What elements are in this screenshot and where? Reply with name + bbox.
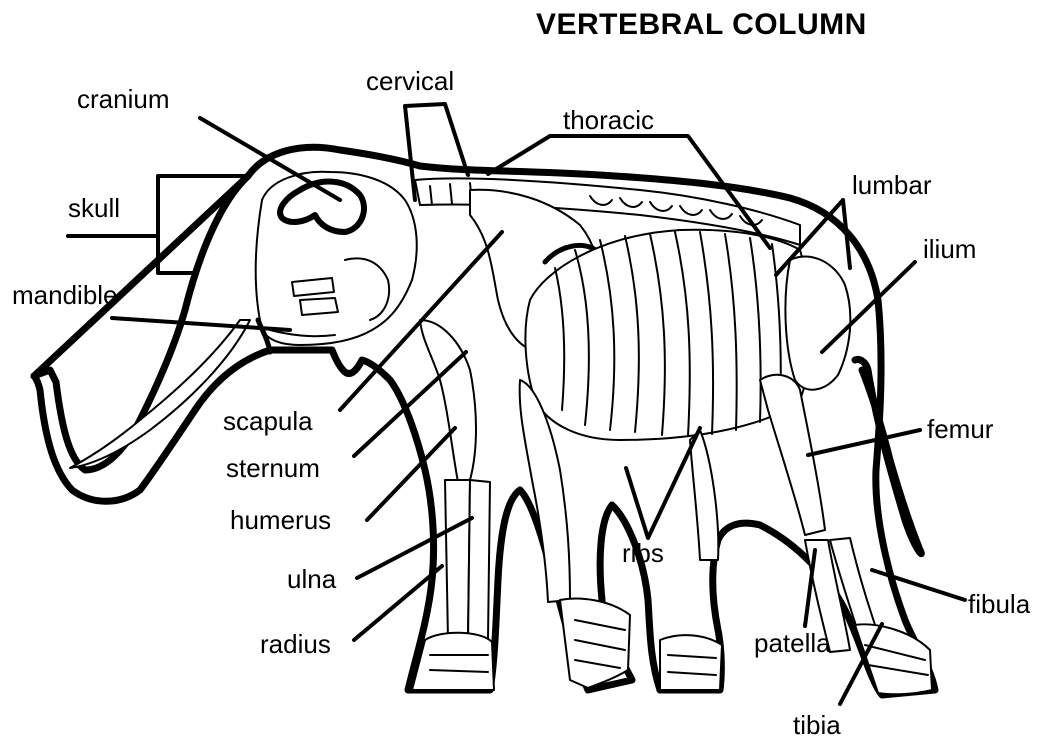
femur-leader bbox=[808, 430, 920, 455]
label-tibia: tibia bbox=[793, 712, 841, 738]
label-thoracic: thoracic bbox=[563, 107, 654, 133]
label-cranium: cranium bbox=[77, 86, 169, 112]
ribs-leaders bbox=[626, 428, 700, 538]
label-ulna: ulna bbox=[287, 566, 336, 592]
tusk-drawing bbox=[70, 320, 250, 468]
diagram-title: VERTEBRAL COLUMN bbox=[536, 10, 867, 40]
label-cervical: cervical bbox=[366, 68, 454, 94]
skull-bracket bbox=[68, 176, 248, 273]
label-fibula: fibula bbox=[968, 591, 1030, 617]
label-humerus: humerus bbox=[230, 507, 331, 533]
humerus-leader bbox=[367, 428, 455, 520]
label-sternum: sternum bbox=[226, 455, 320, 481]
label-lumbar: lumbar bbox=[852, 172, 931, 198]
label-ribs: ribs bbox=[622, 540, 664, 566]
label-femur: femur bbox=[927, 416, 993, 442]
fibula-leader bbox=[872, 570, 965, 600]
label-mandible: mandible bbox=[12, 282, 118, 308]
label-patella: patella bbox=[754, 630, 831, 656]
label-scapula: scapula bbox=[223, 408, 313, 434]
label-ilium: ilium bbox=[923, 236, 976, 262]
label-skull: skull bbox=[68, 195, 120, 221]
label-radius: radius bbox=[260, 631, 331, 657]
pelvis-drawing bbox=[785, 256, 850, 389]
